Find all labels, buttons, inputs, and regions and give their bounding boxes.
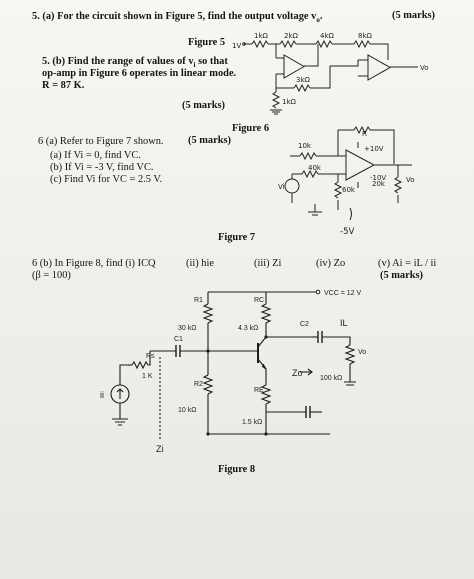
question-6a-marks: (5 marks) <box>188 135 231 146</box>
fig6-label: Vo <box>406 176 415 184</box>
figure5-circuit <box>242 39 418 115</box>
question-5b-marks: (5 marks) <box>182 100 225 111</box>
fig8-vo: Vo <box>358 349 366 356</box>
fig8-rs: Rs <box>146 353 155 360</box>
fig6-label: -10V <box>370 174 386 182</box>
question-5a: 5. (a) For the circuit shown in Figure 5… <box>32 11 323 25</box>
fig8-rc-value: 4.3 kΩ <box>238 325 258 332</box>
question-6a-item: (c) Find Vi for VC = 2.5 V. <box>50 174 163 185</box>
question-6b-part: (iv) Zo <box>316 258 346 269</box>
figure6-caption: Figure 6 <box>232 123 270 134</box>
fig5-label: Vo <box>420 64 429 72</box>
figure8-circuit <box>110 291 356 439</box>
fig8-rs-value: 1 K <box>142 373 153 380</box>
fig6-label: R <box>362 130 367 138</box>
fig8-c2: C2 <box>300 321 309 328</box>
fig8-r1-value: 30 kΩ <box>178 325 196 332</box>
fig8-rl-value: 100 kΩ <box>320 375 342 382</box>
fig8-re: RE <box>254 387 264 394</box>
question-6a-item: (b) If Vi = -3 V, find VC. <box>50 162 154 173</box>
question-6a-item: (a) If Vi = 0, find VC. <box>50 150 141 161</box>
question-5b-line1: 5. (b) Find the range of values of vi so… <box>42 56 228 70</box>
question-6b-part: (v) Ai = iL / ii <box>378 258 437 269</box>
figure6-circuit <box>284 125 412 221</box>
question-6b-beta: (β = 100) <box>32 270 71 281</box>
fig8-r2-value: 10 kΩ <box>178 407 196 414</box>
fig8-r2: R2 <box>194 381 203 388</box>
fig8-zo: Zo <box>292 368 303 378</box>
question-6b-marks: (5 marks) <box>380 270 423 281</box>
figure8-caption: Figure 8 <box>218 464 256 475</box>
figure5-caption: Figure 5 <box>188 37 226 48</box>
fig6-label: 10k <box>298 142 312 150</box>
question-6b-part: (ii) hie <box>186 258 214 269</box>
fig5-label: 1kΩ <box>282 98 297 106</box>
fig6-label: 20k <box>372 180 386 188</box>
fig8-re-value: 1.5 kΩ <box>242 419 262 426</box>
fig5-label: 1V <box>232 42 241 50</box>
question-5a-marks: (5 marks) <box>392 10 435 21</box>
fig5-label: 3kΩ <box>296 76 311 84</box>
fig8-zi: Zi <box>156 444 164 454</box>
fig8-vcc: VCC = 12 V <box>324 290 361 297</box>
fig6-label: Vi <box>278 183 285 191</box>
fig6-label: -5V <box>340 227 354 237</box>
fig8-il: IL <box>340 318 348 328</box>
fig8-r1: R1 <box>194 297 203 304</box>
fig5-label: 8kΩ <box>358 32 373 40</box>
fig5-label: 2kΩ <box>284 32 299 40</box>
fig8-ii: ii <box>100 390 104 400</box>
question-6b-part: (iii) Zi <box>254 258 282 269</box>
question-5b-line2: op-amp in Figure 6 operates in linear mo… <box>42 68 237 79</box>
fig5-label: 1kΩ <box>254 32 269 40</box>
fig8-c1: C1 <box>174 336 183 343</box>
figure7-caption: Figure 7 <box>218 232 256 243</box>
fig8-rc: RC <box>254 297 264 304</box>
question-5b-line3: R = 87 K. <box>42 80 85 91</box>
fig6-label: 60k <box>342 186 356 194</box>
fig5-label: 4kΩ <box>320 32 335 40</box>
question-6b-title: 6 (b) In Figure 8, find (i) ICQ <box>32 258 156 269</box>
fig6-label: 40k <box>308 164 322 172</box>
question-6a-title: 6 (a) Refer to Figure 7 shown. <box>38 136 164 147</box>
fig6-label: +10V <box>364 145 384 153</box>
